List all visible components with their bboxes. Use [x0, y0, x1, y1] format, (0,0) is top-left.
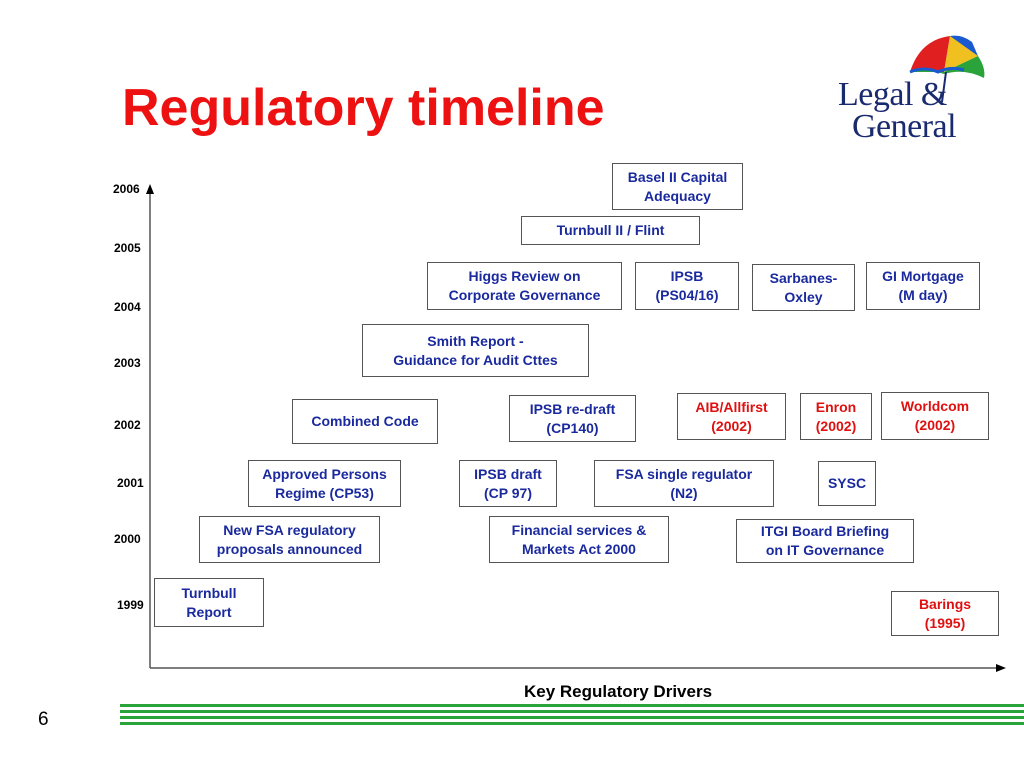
x-axis-arrow: [996, 664, 1006, 672]
year-label-2003: 2003: [114, 356, 141, 370]
umbrella-icon: [909, 35, 985, 103]
year-label-2001: 2001: [117, 476, 144, 490]
box-new-fsa-proposals: New FSA regulatory proposals announced: [199, 516, 380, 563]
box-combined-code: Combined Code: [292, 399, 438, 444]
year-label-2005: 2005: [114, 241, 141, 255]
box-gi-mortgage: GI Mortgage (M day): [866, 262, 980, 310]
box-fsa-single-regulator: FSA single regulator (N2): [594, 460, 774, 507]
year-label-2006: 2006: [113, 182, 140, 196]
box-basel-ii: Basel II Capital Adequacy: [612, 163, 743, 210]
box-turnbull-report: Turnbull Report: [154, 578, 264, 627]
box-ipsb-draft: IPSB draft (CP 97): [459, 460, 557, 507]
box-aib-allfirst: AIB/Allfirst (2002): [677, 393, 786, 440]
box-sysc: SYSC: [818, 461, 876, 506]
box-ipsb-redraft: IPSB re-draft (CP140): [509, 395, 636, 442]
logo-text-line2: General: [852, 108, 957, 145]
footer-stripes: [120, 704, 1024, 730]
box-itgi-briefing: ITGI Board Briefing on IT Governance: [736, 519, 914, 563]
logo-text-line1: Legal &: [838, 76, 947, 113]
box-fsma-2000: Financial services & Markets Act 2000: [489, 516, 669, 563]
legal-general-logo: Legal & General: [838, 32, 988, 147]
box-ipsb-ps04: IPSB (PS04/16): [635, 262, 739, 310]
box-higgs-review: Higgs Review on Corporate Governance: [427, 262, 622, 310]
year-label-2004: 2004: [114, 300, 141, 314]
box-turnbull-ii: Turnbull II / Flint: [521, 216, 700, 245]
year-label-1999: 1999: [117, 598, 144, 612]
box-enron: Enron (2002): [800, 393, 872, 440]
box-approved-persons: Approved Persons Regime (CP53): [248, 460, 401, 507]
y-axis-arrow: [146, 184, 154, 194]
year-label-2002: 2002: [114, 418, 141, 432]
box-smith-report: Smith Report - Guidance for Audit Cttes: [362, 324, 589, 377]
box-sarbanes-oxley: Sarbanes- Oxley: [752, 264, 855, 311]
box-worldcom: Worldcom (2002): [881, 392, 989, 440]
page-number: 6: [38, 709, 49, 730]
page-title: Regulatory timeline: [122, 79, 605, 137]
box-barings: Barings (1995): [891, 591, 999, 636]
x-axis-label: Key Regulatory Drivers: [524, 682, 713, 701]
year-label-2000: 2000: [114, 532, 141, 546]
